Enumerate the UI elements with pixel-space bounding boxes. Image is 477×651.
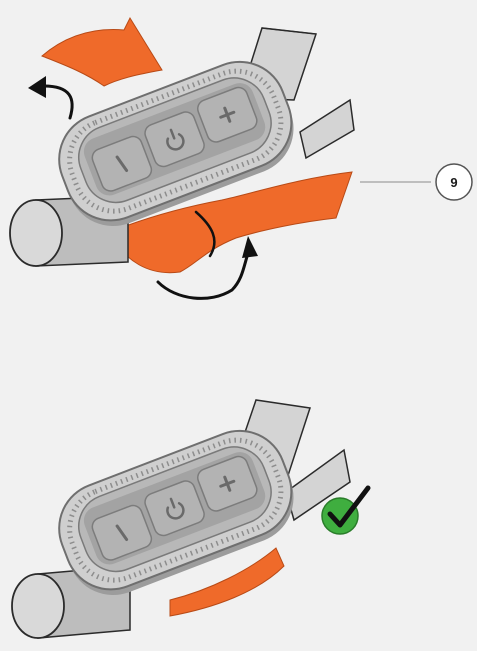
callout-number: 9 (450, 175, 457, 190)
step-1-attach-strap: 9 (10, 18, 472, 298)
handlebar-lower-right (300, 100, 354, 158)
callout-9: 9 (360, 164, 472, 200)
strap-upper-flap (42, 18, 162, 86)
curved-arrow-up-left-icon (28, 76, 72, 118)
step-2-attached (12, 400, 368, 638)
